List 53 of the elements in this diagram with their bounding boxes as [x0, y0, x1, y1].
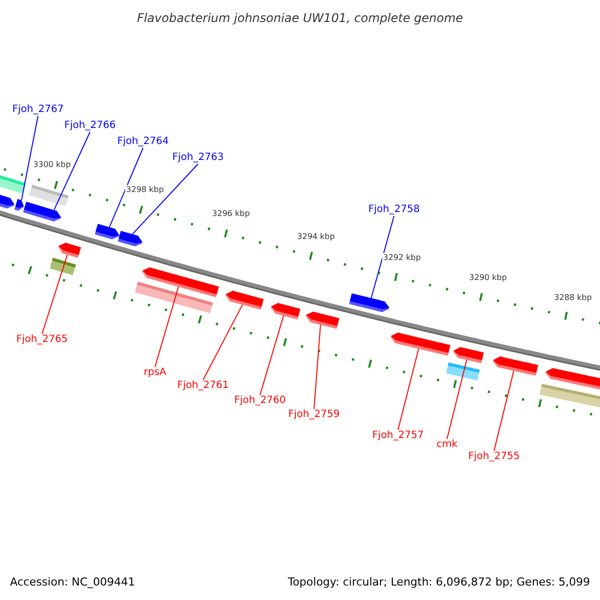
leader-line — [42, 254, 68, 334]
gene-block — [492, 356, 538, 376]
leader-line — [108, 148, 144, 228]
leader-line — [398, 348, 420, 430]
title: Flavobacterium johnsoniae UW101, complete genome — [136, 12, 464, 24]
scale-label: 3290 kbp — [468, 273, 508, 283]
scale-label: 3292 kbp — [382, 253, 422, 263]
gene-block — [453, 347, 484, 364]
gene-bar — [29, 184, 69, 206]
leader-line — [202, 304, 243, 380]
leader-line — [154, 286, 179, 368]
gene-label: rpsA — [144, 368, 166, 378]
gene-label: Fjoh_2761 — [177, 381, 229, 391]
gene-block — [118, 230, 143, 246]
gene-block — [306, 312, 340, 329]
leader-line — [314, 324, 321, 410]
gene-bar — [540, 384, 600, 410]
gene-bar — [446, 362, 480, 380]
gene-block — [270, 303, 300, 320]
gene-label: Fjoh_2757 — [372, 431, 424, 441]
gene-label: Fjoh_2758 — [368, 205, 420, 215]
gene-block — [23, 202, 62, 222]
leader-line — [21, 116, 38, 201]
scale-label: 3294 kbp — [296, 232, 336, 242]
leader-line — [446, 359, 468, 440]
gene-label: cmk — [436, 440, 458, 450]
gene-label: Fjoh_2767 — [12, 105, 64, 115]
gene-label: Fjoh_2766 — [64, 121, 116, 131]
gene-label: Fjoh_2760 — [234, 396, 286, 406]
gene-block — [390, 332, 450, 356]
leader-line — [54, 132, 90, 211]
gene-block — [58, 242, 81, 258]
gene-label: Fjoh_2763 — [172, 153, 224, 163]
scale-label: 3296 kbp — [211, 209, 251, 219]
scale-label: 3288 kbp — [553, 293, 593, 303]
gene-block — [225, 290, 264, 310]
gene-block — [14, 199, 24, 211]
gene-label: Fjoh_2764 — [117, 137, 169, 147]
genome-info: Topology: circular; Length: 6,096,872 bp; Genes: 5,099 — [288, 576, 590, 588]
leader-line — [370, 216, 394, 299]
gene-label: Fjoh_2759 — [288, 410, 340, 420]
gene-label: Fjoh_2765 — [16, 335, 68, 345]
scale-label: 3298 kbp — [125, 185, 165, 195]
gene-label: Fjoh_2755 — [468, 452, 520, 462]
scale-label: 3300 kbp — [32, 160, 72, 170]
gene-block — [349, 293, 390, 312]
leader-line — [494, 370, 514, 452]
gene-block — [142, 267, 219, 298]
genome-info: Accession: NC_009441 — [10, 576, 136, 588]
leader-line — [260, 315, 284, 396]
gene-bar — [50, 258, 76, 276]
gene-block — [94, 224, 120, 240]
leader-line — [132, 164, 198, 235]
